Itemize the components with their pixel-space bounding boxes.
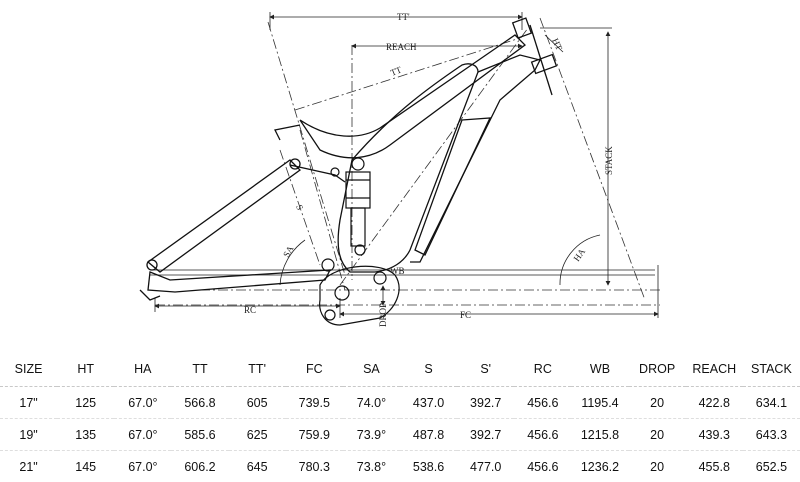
table-cell: 625 — [229, 419, 286, 451]
table-cell: 606.2 — [171, 451, 228, 482]
table-cell: 67.0° — [114, 387, 171, 419]
table-cell: 20 — [629, 451, 686, 482]
table-cell: 487.8 — [400, 419, 457, 451]
sa-label: SA — [281, 244, 296, 259]
table-cell: 739.5 — [286, 387, 343, 419]
table-cell: 125 — [57, 387, 114, 419]
s-label: S — [294, 203, 305, 211]
table-cell: 566.8 — [171, 387, 228, 419]
table-cell: 67.0° — [114, 419, 171, 451]
column-header: HA — [114, 352, 171, 387]
table-cell: 437.0 — [400, 387, 457, 419]
table-cell: 456.6 — [514, 419, 571, 451]
table-cell: 477.0 — [457, 451, 514, 482]
column-header: TT — [171, 352, 228, 387]
table-cell: 634.1 — [743, 387, 800, 419]
column-header: STACK — [743, 352, 800, 387]
column-header: S' — [457, 352, 514, 387]
stack-label: STACK — [604, 146, 614, 175]
table-cell: 20 — [629, 387, 686, 419]
table-cell: 1236.2 — [571, 451, 628, 482]
table-cell: 73.8° — [343, 451, 400, 482]
table-cell: 455.8 — [686, 451, 743, 482]
column-header: FC — [286, 352, 343, 387]
fc-label: FC — [460, 310, 471, 320]
tt-prime-label: TT' — [397, 12, 410, 22]
table-cell: 780.3 — [286, 451, 343, 482]
table-cell: 538.6 — [400, 451, 457, 482]
table-cell: 20 — [629, 419, 686, 451]
rc-label: RC — [244, 305, 256, 315]
table-cell: 21" — [0, 451, 57, 482]
table-cell: 392.7 — [457, 419, 514, 451]
table-cell: 1215.8 — [571, 419, 628, 451]
ht-label: HT — [550, 37, 564, 53]
column-header: RC — [514, 352, 571, 387]
table-cell: 145 — [57, 451, 114, 482]
column-header: REACH — [686, 352, 743, 387]
column-header: TT' — [229, 352, 286, 387]
shock — [331, 158, 370, 255]
table-cell: 439.3 — [686, 419, 743, 451]
table-cell: 1195.4 — [571, 387, 628, 419]
column-header: S — [400, 352, 457, 387]
table-cell: 643.3 — [743, 419, 800, 451]
table-cell: 652.5 — [743, 451, 800, 482]
column-header: SIZE — [0, 352, 57, 387]
front-triangle — [300, 18, 556, 272]
column-header: SA — [343, 352, 400, 387]
drop-label: DROP — [378, 303, 388, 327]
column-header: WB — [571, 352, 628, 387]
column-header: HT — [57, 352, 114, 387]
centerlines — [155, 18, 660, 305]
table-cell: 74.0° — [343, 387, 400, 419]
table-cell: 17" — [0, 387, 57, 419]
reach-label: REACH — [386, 42, 417, 52]
table-cell: 456.6 — [514, 451, 571, 482]
table-cell: 645 — [229, 451, 286, 482]
table-cell: 19" — [0, 419, 57, 451]
table-cell: 605 — [229, 387, 286, 419]
table-cell: 422.8 — [686, 387, 743, 419]
table-cell: 67.0° — [114, 451, 171, 482]
table-cell: 392.7 — [457, 387, 514, 419]
table-cell: 585.6 — [171, 419, 228, 451]
table-cell: 759.9 — [286, 419, 343, 451]
frame-geometry-drawing: TT' TT REACH HT STACK SA S WB RC FC DROP… — [0, 0, 800, 345]
table-cell: 73.9° — [343, 419, 400, 451]
column-header: DROP — [629, 352, 686, 387]
table-cell: 456.6 — [514, 387, 571, 419]
rear-triangle — [140, 125, 345, 300]
wb-label: WB — [390, 266, 405, 276]
table-cell: 135 — [57, 419, 114, 451]
